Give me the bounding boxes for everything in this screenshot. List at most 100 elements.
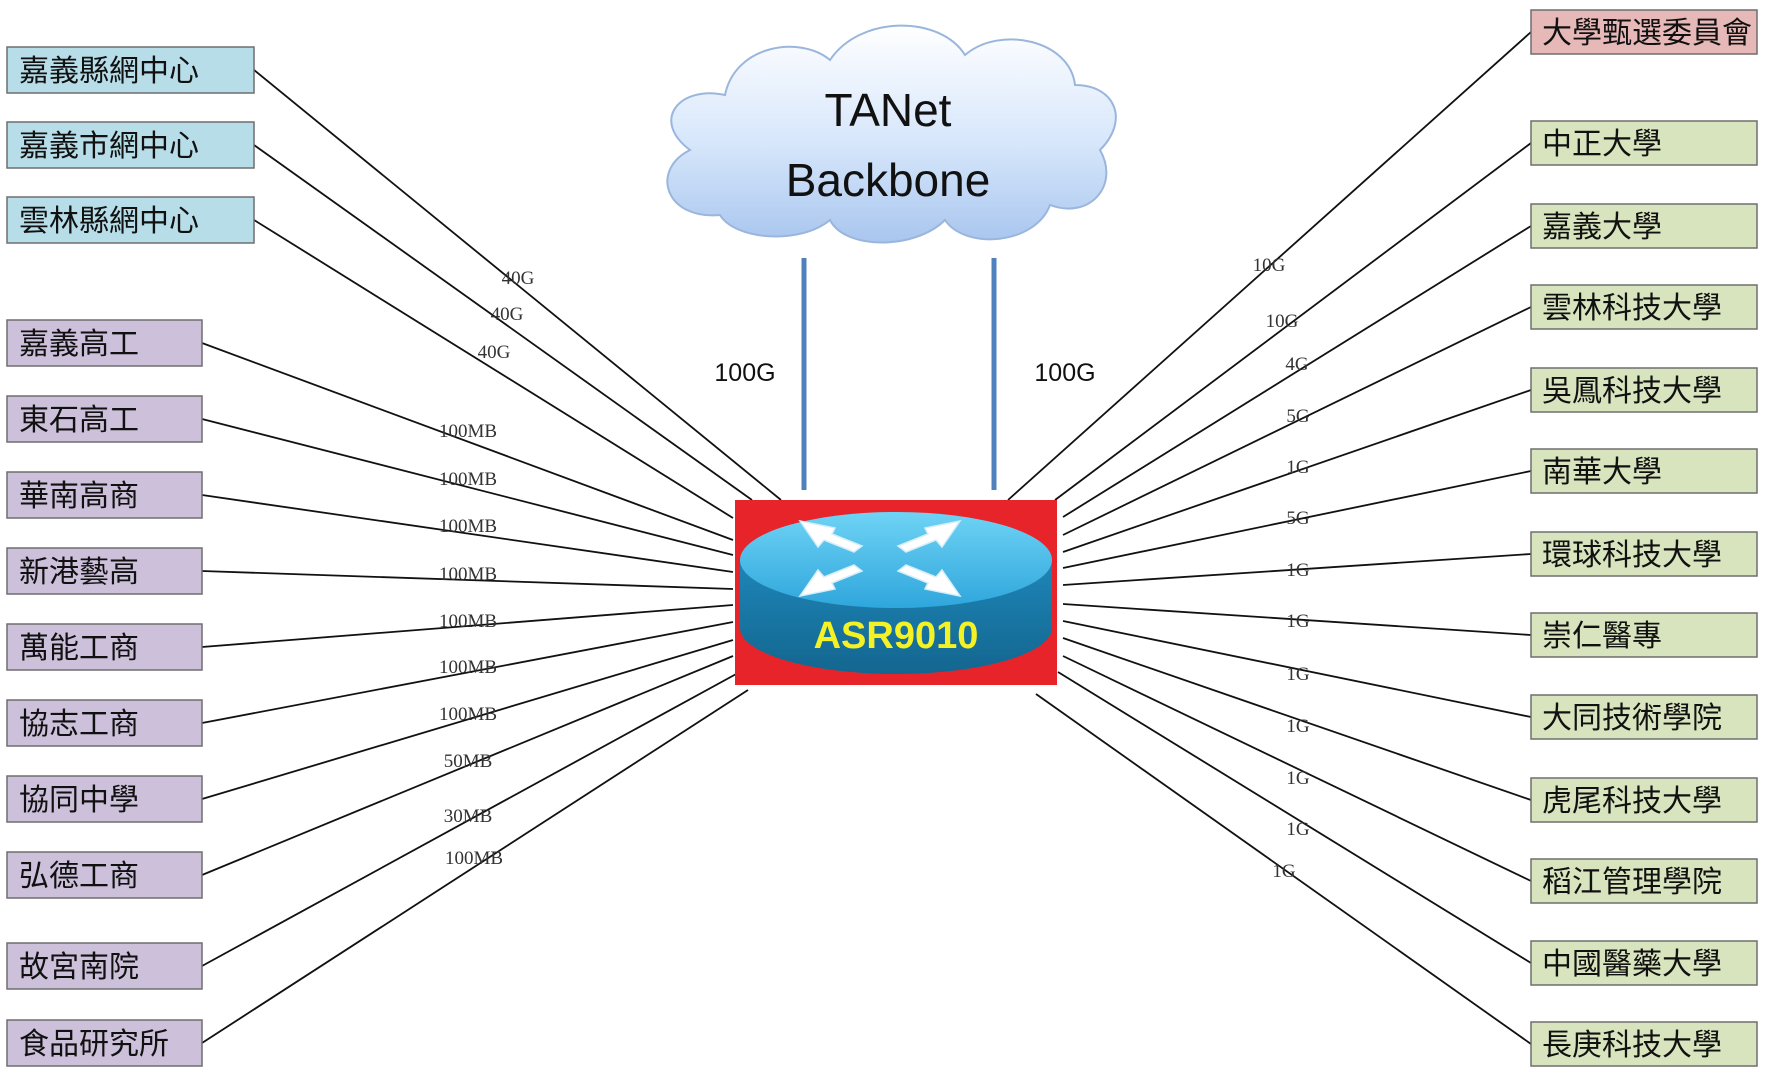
left-node: 弘德工商 bbox=[6, 851, 203, 899]
right-node-box bbox=[1530, 367, 1758, 413]
left-node-label: 嘉義市網中心 bbox=[19, 129, 199, 164]
right-node-label: 環球科技大學 bbox=[1542, 538, 1722, 573]
right-link-line bbox=[1062, 225, 1532, 518]
right-link-line bbox=[1062, 553, 1532, 586]
left-node-label: 萬能工商 bbox=[19, 631, 139, 666]
left-link-speed-label: 100MB bbox=[439, 469, 497, 490]
right-node-label: 虎尾科技大學 bbox=[1542, 784, 1722, 819]
cloud-shape bbox=[666, 24, 1117, 244]
right-node: 大同技術學院 bbox=[1530, 694, 1758, 740]
left-link-line bbox=[201, 655, 734, 876]
left-node-label: 華南高商 bbox=[19, 479, 139, 514]
right-node-label: 吳鳳科技大學 bbox=[1542, 374, 1722, 409]
right-node-box bbox=[1530, 120, 1758, 166]
right-node: 環球科技大學 bbox=[1530, 531, 1758, 577]
left-node-label: 食品研究所 bbox=[19, 1027, 169, 1062]
right-node: 雲林科技大學 bbox=[1530, 284, 1758, 330]
right-node: 吳鳳科技大學 bbox=[1530, 367, 1758, 413]
left-node: 華南高商 bbox=[6, 471, 203, 519]
left-node: 萬能工商 bbox=[6, 623, 203, 671]
left-link-line bbox=[201, 672, 739, 967]
left-link-speed-label: 100MB bbox=[439, 704, 497, 725]
right-node: 南華大學 bbox=[1530, 448, 1758, 494]
router-arrows-icon bbox=[798, 519, 962, 598]
left-node-label: 雲林縣網中心 bbox=[19, 204, 199, 239]
left-node-label: 新港藝高 bbox=[19, 555, 139, 590]
right-node: 中正大學 bbox=[1530, 120, 1758, 166]
tanet-backbone-cloud: TANet Backbone bbox=[666, 24, 1117, 244]
left-link-line bbox=[201, 689, 749, 1044]
left-link-line bbox=[201, 604, 734, 648]
link-speed-labels: 40G40G40G100MB100MB100MB100MB100MB100MB1… bbox=[439, 255, 1310, 882]
right-link-line bbox=[1062, 389, 1532, 553]
left-node: 協同中學 bbox=[6, 775, 203, 823]
right-node-label: 中正大學 bbox=[1542, 127, 1662, 162]
right-node-label: 大同技術學院 bbox=[1542, 701, 1722, 736]
right-link-speed-label: 5G bbox=[1286, 406, 1310, 427]
right-node-box bbox=[1530, 284, 1758, 330]
left-link-line bbox=[253, 144, 753, 501]
right-link-speed-label: 1G bbox=[1272, 861, 1296, 882]
right-node: 長庚科技大學 bbox=[1530, 1021, 1758, 1067]
left-link-speed-label: 100MB bbox=[439, 611, 497, 632]
left-link-speed-label: 100MB bbox=[439, 421, 497, 442]
left-link-line bbox=[201, 342, 734, 541]
right-link-line bbox=[1062, 603, 1532, 636]
right-link-line bbox=[1062, 637, 1532, 801]
router-body-top bbox=[740, 512, 1052, 608]
right-node-label: 稻江管理學院 bbox=[1542, 865, 1722, 900]
uplink-label-right: 100G bbox=[1034, 359, 1095, 387]
left-node-label: 協志工商 bbox=[19, 707, 139, 742]
right-node: 崇仁醫專 bbox=[1530, 612, 1758, 658]
right-link-line bbox=[1057, 671, 1532, 964]
uplinks: 100G 100G bbox=[714, 258, 1096, 490]
right-node-label: 長庚科技大學 bbox=[1542, 1028, 1722, 1063]
right-node-box bbox=[1530, 694, 1758, 740]
left-node-label: 弘德工商 bbox=[19, 859, 139, 894]
left-link-line bbox=[201, 639, 734, 800]
left-link-speed-label: 100MB bbox=[439, 516, 497, 537]
left-node: 嘉義市網中心 bbox=[6, 121, 255, 169]
right-link-line bbox=[1035, 693, 1532, 1045]
left-node-box bbox=[6, 196, 255, 244]
right-node: 稻江管理學院 bbox=[1530, 858, 1758, 904]
right-link-speed-label: 1G bbox=[1286, 819, 1310, 840]
cloud-title-line1: TANet bbox=[825, 84, 952, 136]
right-link-speed-label: 1G bbox=[1286, 457, 1310, 478]
right-link-line bbox=[1062, 655, 1532, 882]
left-node-box bbox=[6, 319, 203, 367]
left-node-box bbox=[6, 46, 255, 94]
left-link-speed-label: 100MB bbox=[439, 657, 497, 678]
left-node-label: 東石高工 bbox=[19, 403, 139, 438]
left-link-speed-label: 50MB bbox=[444, 751, 493, 772]
right-node: 中國醫藥大學 bbox=[1530, 940, 1758, 986]
right-link-line bbox=[1054, 142, 1532, 501]
right-node-box bbox=[1530, 1021, 1758, 1067]
right-link-speed-label: 10G bbox=[1253, 255, 1286, 276]
left-node: 雲林縣網中心 bbox=[6, 196, 255, 244]
right-node-box bbox=[1530, 203, 1758, 249]
right-link-speed-label: 1G bbox=[1286, 611, 1310, 632]
right-link-speed-label: 5G bbox=[1286, 508, 1310, 529]
left-node-label: 協同中學 bbox=[19, 783, 139, 818]
right-link-speed-label: 4G bbox=[1285, 354, 1309, 375]
left-link-line bbox=[201, 621, 734, 724]
left-node-box bbox=[6, 395, 203, 443]
right-node: 大學甄選委員會 bbox=[1530, 9, 1758, 55]
left-link-speed-label: 40G bbox=[478, 342, 511, 363]
right-link-speed-label: 1G bbox=[1286, 664, 1310, 685]
left-node-list: 嘉義縣網中心嘉義市網中心雲林縣網中心嘉義高工東石高工華南高商新港藝高萬能工商協志… bbox=[6, 46, 255, 1067]
left-node-box bbox=[6, 121, 255, 169]
right-node: 虎尾科技大學 bbox=[1530, 777, 1758, 823]
right-node-label: 嘉義大學 bbox=[1542, 210, 1662, 245]
left-node-box bbox=[6, 623, 203, 671]
right-link-line bbox=[1062, 306, 1532, 536]
right-node-box bbox=[1530, 777, 1758, 823]
left-node-label: 故宮南院 bbox=[19, 950, 139, 985]
right-node-box bbox=[1530, 9, 1758, 55]
left-node-label: 嘉義高工 bbox=[19, 327, 139, 362]
left-link-line bbox=[253, 69, 782, 501]
right-link-speed-label: 1G bbox=[1286, 560, 1310, 581]
router-label: ASR9010 bbox=[814, 615, 979, 657]
